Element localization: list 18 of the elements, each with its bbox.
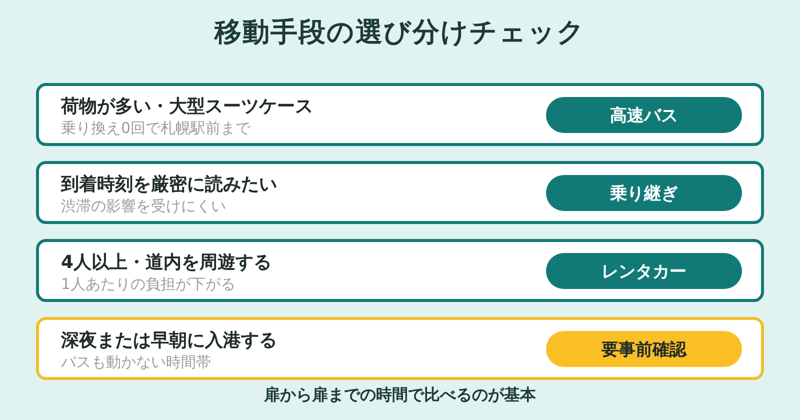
result-badge: 乗り継ぎ xyxy=(546,175,742,211)
condition-note: 渋滞の影響を受けにくい xyxy=(61,197,226,216)
condition-heading: 荷物が多い・大型スーツケース xyxy=(61,95,313,118)
result-badge: 高速バス xyxy=(546,97,742,133)
condition-note: 1人あたりの負担が下がる xyxy=(61,275,236,294)
condition-note: バスも動かない時間帯 xyxy=(61,353,211,372)
check-card xyxy=(36,161,764,224)
caption: 扉から扉までの時間で比べるのが基本 xyxy=(263,385,537,406)
check-card xyxy=(36,317,764,380)
result-badge: レンタカー xyxy=(546,253,742,289)
title: 移動手段の選び分けチェック xyxy=(213,16,586,50)
check-card xyxy=(36,239,764,302)
condition-heading: 4人以上・道内を周遊する xyxy=(61,251,272,274)
condition-heading: 到着時刻を厳密に読みたい xyxy=(61,173,277,196)
caution-badge: 要事前確認 xyxy=(546,331,742,367)
check-card xyxy=(36,83,764,146)
condition-heading: 深夜または早朝に入港する xyxy=(61,329,277,352)
condition-note: 乗り換え0回で札幌駅前まで xyxy=(61,119,251,138)
